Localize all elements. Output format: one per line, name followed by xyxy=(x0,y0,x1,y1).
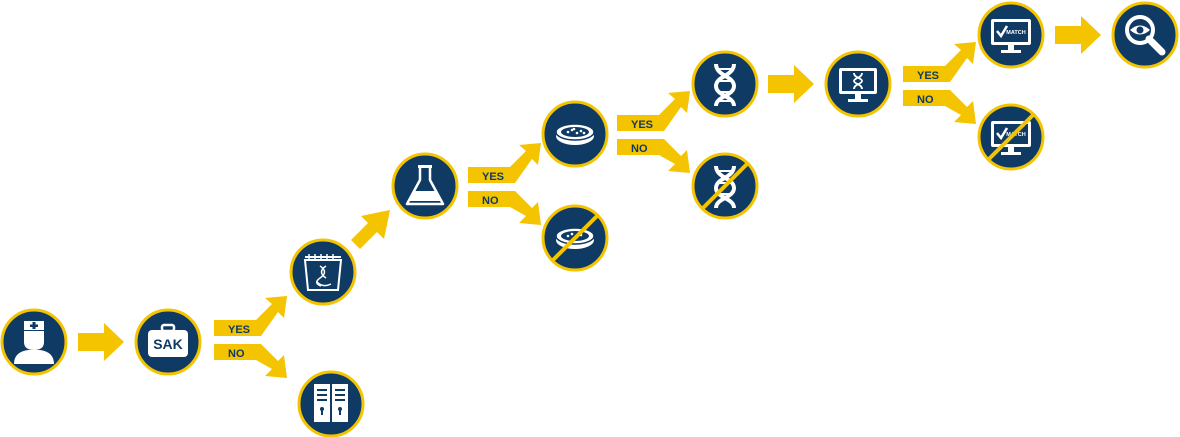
branch-yes-arrow-sak: YES xyxy=(214,296,287,336)
node-storage xyxy=(297,370,365,437)
yes-label: YES xyxy=(228,324,250,336)
node-nurse xyxy=(0,308,68,376)
node-no-match: MATCH xyxy=(977,103,1045,171)
petri-dish-icon xyxy=(555,123,595,145)
node-match: MATCH xyxy=(977,1,1045,69)
no-label: NO xyxy=(482,195,499,207)
magnifier-icon xyxy=(1125,15,1166,56)
arrow-nurse-to-sak xyxy=(78,323,124,361)
nurse-icon xyxy=(14,321,54,364)
arrow-storage-to-flask xyxy=(351,210,390,249)
arrow-match-to-investigate xyxy=(1055,16,1101,54)
branch-yes-arrow-flask: YES xyxy=(468,143,541,183)
storage-lockers-icon xyxy=(314,384,348,422)
branch-yes-arrow-monitor: YES xyxy=(903,42,976,82)
dna-sample-icon xyxy=(303,254,343,291)
flask-icon xyxy=(405,165,445,206)
no-label: NO xyxy=(631,143,648,155)
branch-no-arrow-sak: NO xyxy=(214,344,287,378)
arrow-dna-to-monitor xyxy=(768,65,814,103)
branch-no-arrow-monitor: NO xyxy=(903,90,976,124)
monitor-dna-icon xyxy=(839,68,877,102)
no-label: NO xyxy=(917,94,934,106)
node-sak: SAK xyxy=(134,308,202,376)
monitor-match-crossed-icon: MATCH xyxy=(987,113,1035,161)
yes-label: YES xyxy=(631,119,653,131)
node-dna xyxy=(691,50,759,118)
match-label: MATCH xyxy=(1006,132,1025,138)
node-dna-lab xyxy=(289,238,357,306)
kit-label: SAK xyxy=(153,336,183,352)
node-investigate xyxy=(1111,1,1179,69)
branch-no-arrow-petri: NO xyxy=(617,139,690,173)
branch-no-arrow-flask: NO xyxy=(468,191,541,225)
match-label: MATCH xyxy=(1006,30,1025,36)
node-monitor-dna xyxy=(824,50,892,118)
node-petri-crossed xyxy=(541,204,609,272)
no-label: NO xyxy=(228,348,245,360)
node-dna-crossed xyxy=(691,152,759,220)
petri-dish-crossed-icon xyxy=(551,214,599,262)
node-petri xyxy=(541,100,609,168)
branch-yes-arrow-petri: YES xyxy=(617,91,690,131)
kit-icon: SAK xyxy=(148,323,188,357)
dna-helix-crossed-icon xyxy=(701,162,749,210)
yes-label: YES xyxy=(917,70,939,82)
dna-helix-icon xyxy=(713,63,737,107)
monitor-match-icon: MATCH xyxy=(991,19,1031,53)
yes-label: YES xyxy=(482,171,504,183)
node-flask xyxy=(391,152,459,220)
